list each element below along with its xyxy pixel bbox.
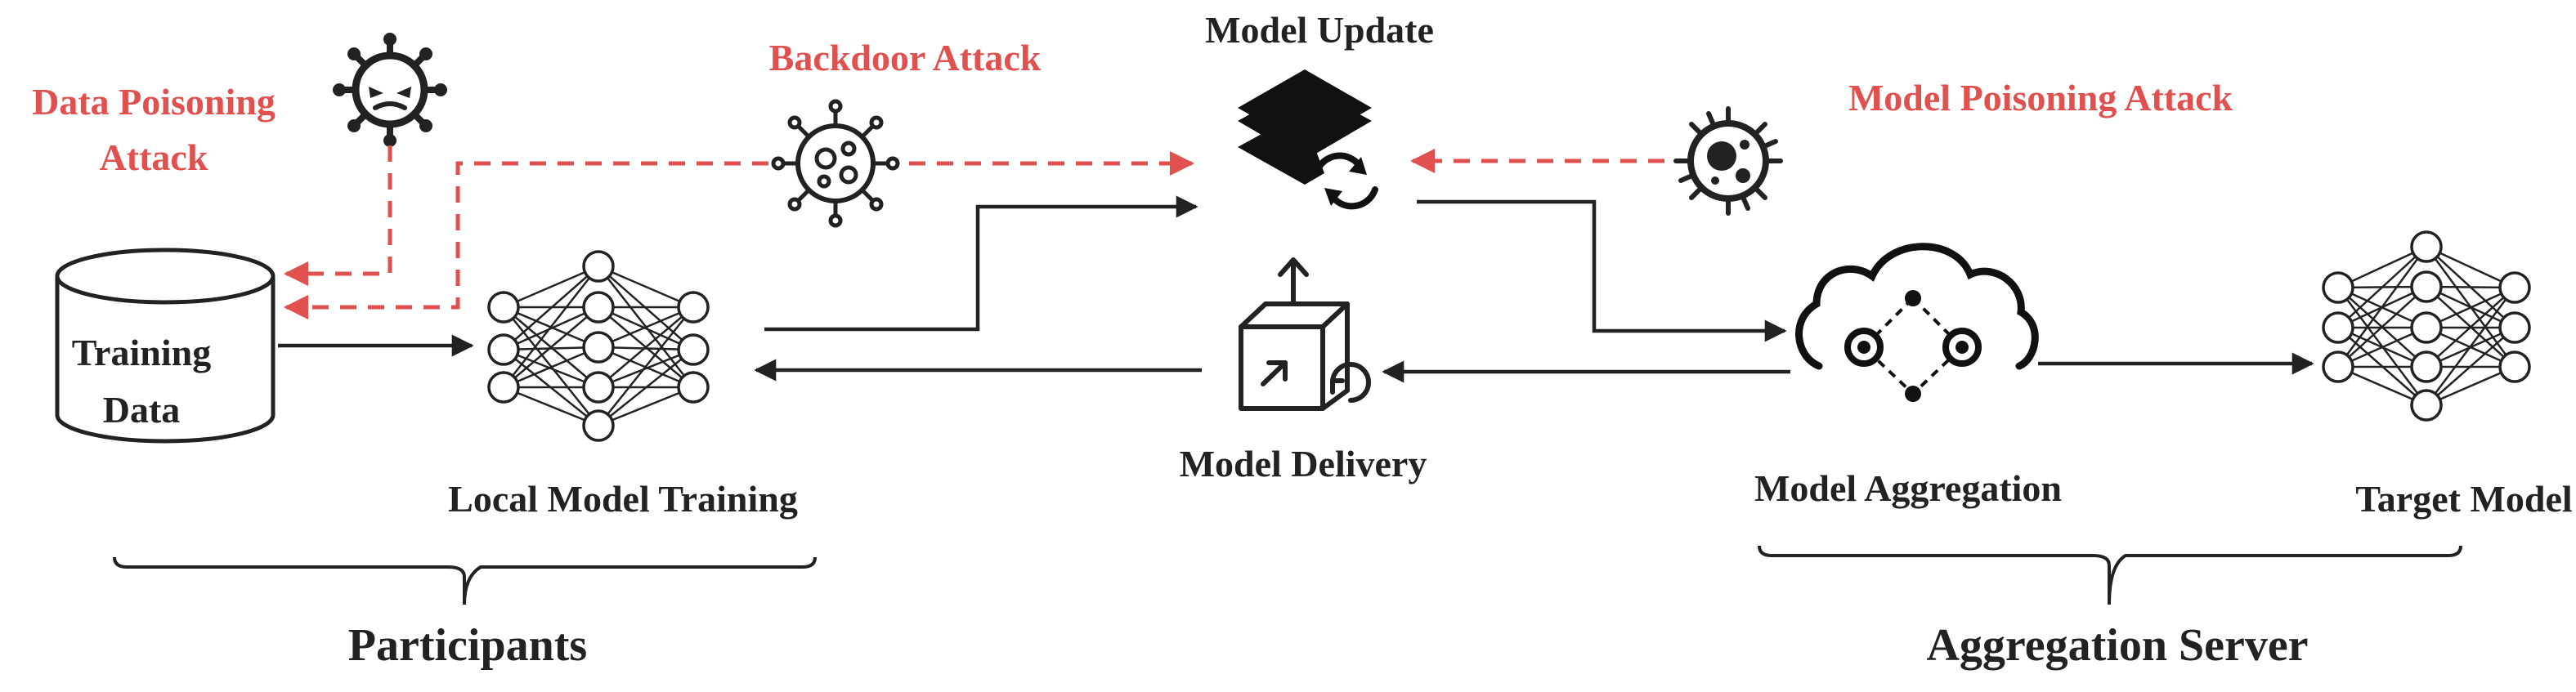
network-edge <box>2426 286 2516 329</box>
virus-face-icon <box>333 33 447 147</box>
target-model-label: Target Model <box>2355 478 2572 520</box>
model-poisoning-attack-label: Model Poisoning Attack <box>1848 77 2233 118</box>
network-edge <box>2426 327 2516 406</box>
network-node <box>2498 311 2531 344</box>
training-to-update-arrow <box>764 195 1198 332</box>
network-edge <box>503 348 599 389</box>
model-aggregation-label: Model Aggregation <box>1754 467 2062 509</box>
aggregation-server-brace <box>1758 545 2462 605</box>
layers-sync-icon <box>1238 69 1378 210</box>
network-node <box>582 409 615 442</box>
network-node <box>677 333 710 366</box>
network-edge <box>2337 245 2427 289</box>
training-data-label: Training <box>72 332 211 373</box>
aggregation-server-label: Aggregation Server <box>1926 620 2308 671</box>
network-node <box>582 371 615 404</box>
network-node <box>582 291 615 324</box>
network-edge <box>598 306 694 351</box>
network-edge <box>2426 287 2516 368</box>
network-edge <box>598 306 694 349</box>
network-node <box>487 371 520 404</box>
network-node <box>2322 350 2354 383</box>
network-edge <box>503 266 599 350</box>
network-node <box>487 291 520 324</box>
participants-label: Participants <box>348 620 587 671</box>
network-edge <box>503 386 599 427</box>
backdoor-attack-arrow-to-data <box>284 161 768 319</box>
network-node <box>2322 271 2354 304</box>
network-edge <box>503 346 599 389</box>
network-node <box>2322 311 2354 344</box>
local-model-training-label: Local Model Training <box>448 478 798 520</box>
data-poisoning-label-line2: Attack <box>100 136 208 178</box>
network-node <box>2410 350 2443 383</box>
backdoor-attack-label: Backdoor Attack <box>769 37 1042 78</box>
data-poisoning-label: Data Poisoning <box>32 81 276 123</box>
network-node <box>2498 350 2531 383</box>
participants-brace <box>113 556 817 605</box>
network-node <box>582 250 615 283</box>
network-edge <box>598 349 694 426</box>
local-neural-network-icon <box>487 250 710 442</box>
target-neural-network-icon <box>2322 230 2531 422</box>
network-node <box>487 333 520 366</box>
network-edge <box>598 306 694 388</box>
network-edge <box>2337 286 2427 368</box>
network-node <box>2498 271 2531 304</box>
network-edge <box>598 348 694 389</box>
network-node <box>2410 389 2443 422</box>
network-node <box>2410 270 2443 303</box>
bacteria-icon <box>1673 106 1783 216</box>
virus-icon <box>771 99 900 228</box>
network-edge <box>598 306 694 426</box>
model-delivery-label: Model Delivery <box>1180 443 1427 484</box>
update-to-aggregation-arrow <box>1417 199 1787 342</box>
network-edge <box>503 265 599 309</box>
network-edge <box>2337 246 2427 328</box>
network-node <box>2410 230 2443 263</box>
model-update-label: Model Update <box>1205 9 1434 51</box>
network-edge <box>598 265 694 309</box>
network-node <box>677 291 710 324</box>
network-node <box>677 371 710 404</box>
network-edge <box>503 306 599 388</box>
data-poisoning-attack-arrow <box>284 145 392 286</box>
network-edge <box>2336 246 2428 368</box>
network-edge <box>503 266 599 388</box>
network-node <box>582 331 615 364</box>
network-edge <box>2426 245 2516 289</box>
training-data-label-line2: Data <box>103 389 181 431</box>
network-node <box>2410 311 2443 344</box>
network-edge <box>2426 287 2516 406</box>
database-cylinder-icon <box>55 248 276 444</box>
cloud-network-icon <box>1795 243 2039 402</box>
box-export-icon <box>1239 257 1371 411</box>
network-edge <box>598 386 694 427</box>
